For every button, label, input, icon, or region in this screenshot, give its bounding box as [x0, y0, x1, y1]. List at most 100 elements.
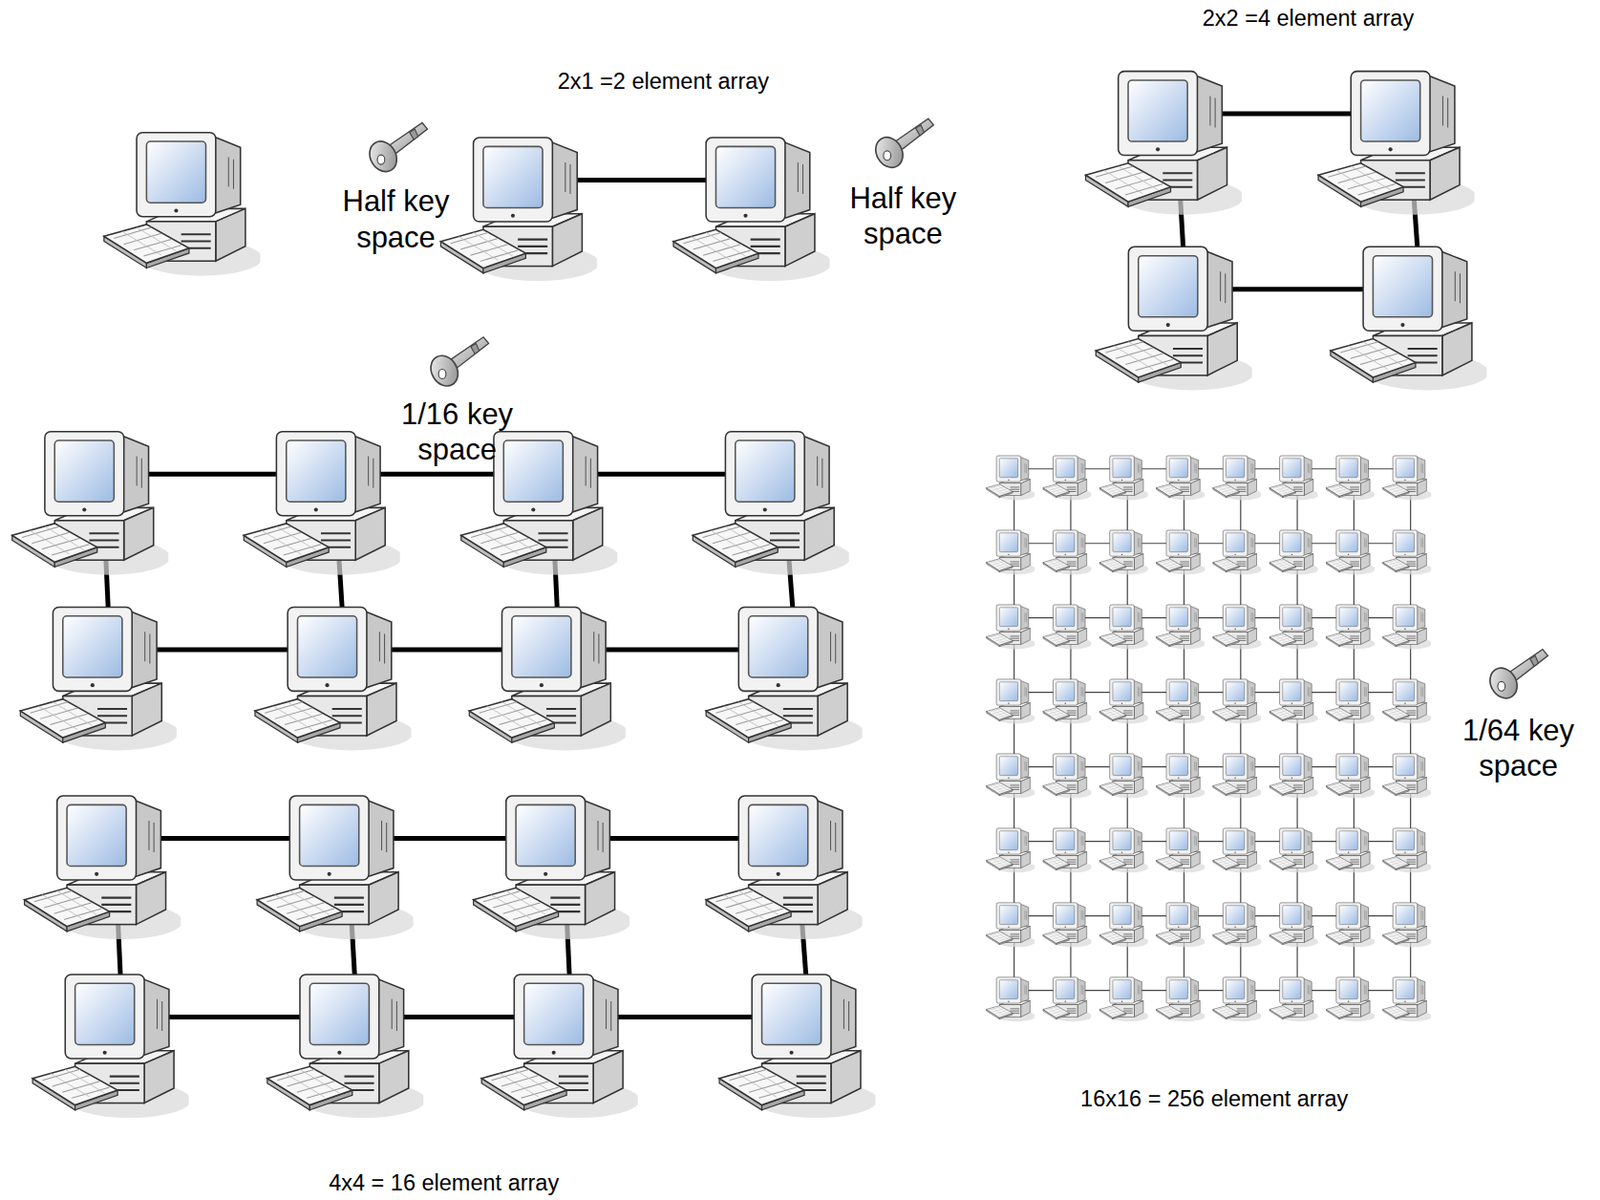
- computer-icon: [1383, 902, 1432, 947]
- computer-icon: [104, 132, 263, 277]
- computer-icon: [986, 679, 1036, 724]
- computer-icon: [1318, 71, 1477, 215]
- computer-icon: [1043, 679, 1092, 724]
- computer-icon: [1213, 530, 1262, 575]
- computer-icon: [267, 974, 427, 1118]
- computer-icon: [1269, 828, 1319, 873]
- computer-icon: [1095, 246, 1255, 390]
- computer-icon: [473, 795, 633, 939]
- computer-icon: [243, 431, 403, 576]
- computer-icon: [1325, 902, 1375, 947]
- computer-icon: [719, 974, 878, 1118]
- computer-icon: [1043, 753, 1092, 798]
- computer-icon: [1043, 902, 1092, 947]
- computer-icon: [1099, 753, 1149, 798]
- computer-icon: [1269, 604, 1319, 649]
- computer-icon: [12, 431, 171, 576]
- computer-icon: [673, 137, 832, 281]
- computer-icon: [986, 753, 1036, 798]
- computer-icon: [1330, 246, 1490, 390]
- computer-icon: [1269, 902, 1319, 947]
- computer-icon: [1086, 71, 1245, 215]
- computer-icon: [1213, 455, 1262, 500]
- computer-icon: [1383, 828, 1432, 873]
- computer-icon: [1155, 455, 1205, 500]
- computer-icon: [1383, 977, 1432, 1022]
- computer-icon: [1269, 679, 1319, 724]
- key-space-label: 1/16 key space: [385, 396, 530, 468]
- computer-icon: [1325, 455, 1375, 500]
- computer-icon: [1383, 455, 1432, 500]
- computer-icon: [1269, 753, 1319, 798]
- computer-icon: [705, 606, 865, 750]
- computer-icon: [1099, 604, 1149, 649]
- computer-icon: [1383, 530, 1432, 575]
- computer-icon: [1269, 455, 1319, 500]
- computer-icon: [1099, 902, 1149, 947]
- array-caption: 2x2 =4 element array: [1202, 4, 1414, 32]
- computer-icon: [1155, 604, 1205, 649]
- key-space-label: Half key space: [832, 180, 976, 252]
- computer-icon: [1155, 753, 1205, 798]
- computer-icon: [255, 606, 414, 750]
- computer-icon: [1213, 679, 1262, 724]
- computer-icon: [440, 137, 599, 281]
- array-caption: 4x4 = 16 element array: [328, 1169, 559, 1196]
- computer-icon: [1043, 977, 1092, 1022]
- computer-icon: [1099, 828, 1149, 873]
- computer-icon: [1325, 828, 1375, 873]
- computer-icon: [986, 977, 1036, 1022]
- computer-icon: [986, 828, 1036, 873]
- computer-icon: [692, 431, 852, 576]
- computer-icon: [1213, 902, 1262, 947]
- computer-icon: [1383, 604, 1432, 649]
- computer-icon: [1043, 530, 1092, 575]
- key-icon: [1484, 649, 1548, 704]
- computer-icon: [1155, 902, 1205, 947]
- array-caption: 16x16 = 256 element array: [1080, 1085, 1348, 1112]
- computer-icon: [1325, 679, 1375, 724]
- computer-icon: [1383, 753, 1432, 798]
- computer-icon: [986, 902, 1036, 947]
- computer-icon: [986, 455, 1036, 500]
- computer-icon: [1269, 977, 1319, 1022]
- computer-icon: [24, 795, 184, 939]
- computer-icon: [256, 795, 416, 939]
- computer-icon: [986, 530, 1036, 575]
- computer-icon: [1213, 828, 1262, 873]
- computer-icon: [1213, 753, 1262, 798]
- computer-icon: [20, 606, 179, 750]
- computer-icon: [1099, 455, 1149, 500]
- computer-icon: [1155, 530, 1205, 575]
- key-icon: [870, 118, 934, 172]
- key-icon: [425, 337, 489, 391]
- key-icon: [363, 122, 427, 176]
- computer-icon: [32, 974, 192, 1118]
- computer-icon: [1155, 679, 1205, 724]
- computer-icon: [1099, 679, 1149, 724]
- computer-icon: [1043, 604, 1092, 649]
- computer-icon: [1325, 530, 1375, 575]
- array-caption: 2x1 =2 element array: [557, 67, 769, 95]
- computer-icon: [705, 795, 865, 939]
- computer-icon: [1213, 977, 1262, 1022]
- computer-icon: [1213, 604, 1262, 649]
- computer-icon: [1269, 530, 1319, 575]
- key-space-label: Half key space: [324, 183, 469, 255]
- computer-icon: [986, 604, 1036, 649]
- computer-icon: [1099, 977, 1149, 1022]
- computer-icon: [1099, 530, 1149, 575]
- computer-icon: [1043, 828, 1092, 873]
- computer-icon: [469, 606, 628, 750]
- computer-icon: [1325, 604, 1375, 649]
- computer-icon: [1325, 753, 1375, 798]
- computer-icon: [1043, 455, 1092, 500]
- computer-icon: [1383, 679, 1432, 724]
- computer-icon: [481, 974, 640, 1118]
- key-space-label: 1/64 key space: [1447, 712, 1591, 784]
- computer-icon: [1155, 828, 1205, 873]
- computer-icon: [1155, 977, 1205, 1022]
- computer-icon: [1325, 977, 1375, 1022]
